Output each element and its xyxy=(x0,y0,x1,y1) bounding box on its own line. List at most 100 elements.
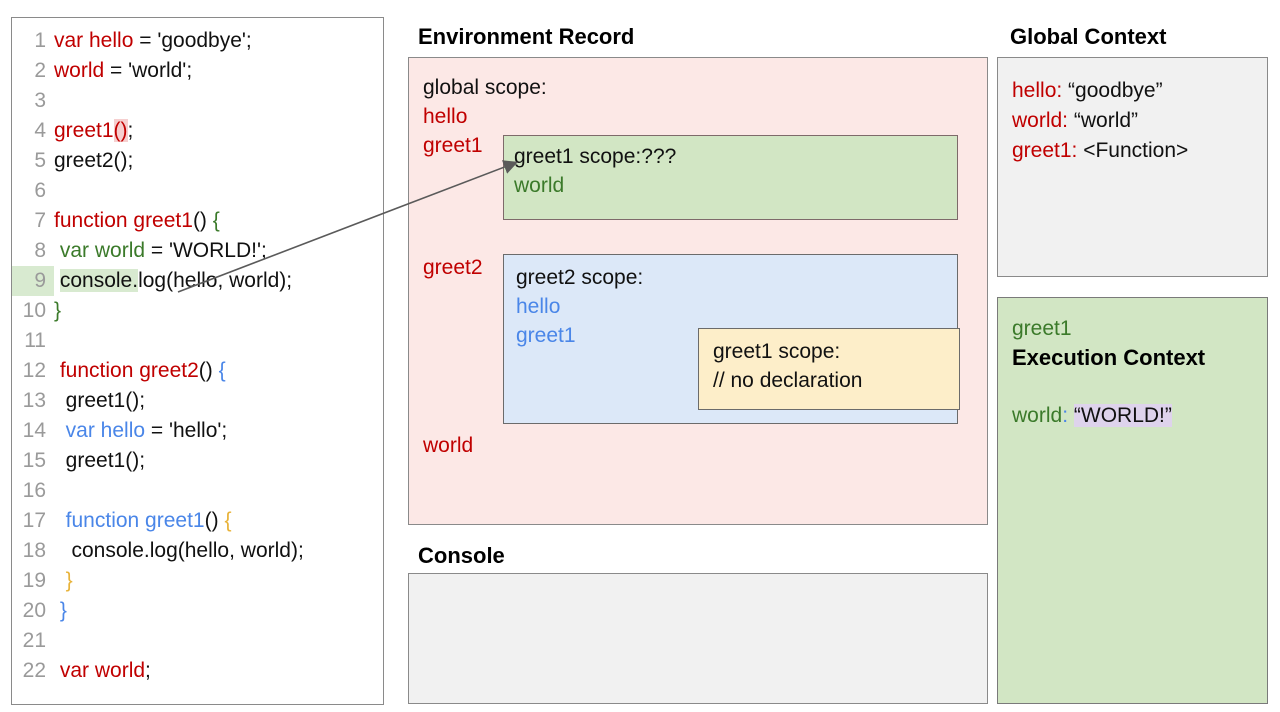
code-line-number: 4 xyxy=(34,119,46,142)
code-line-number: 12 xyxy=(22,359,46,382)
code-line: 4 greet1(); xyxy=(12,116,383,146)
code-line: 21 xyxy=(12,626,383,656)
code-line-number: 21 xyxy=(22,629,46,652)
code-line: 19 } xyxy=(12,566,383,596)
code-token: () xyxy=(192,209,213,232)
code-line-content: greet1(); xyxy=(54,446,145,476)
code-token: = 'hello'; xyxy=(145,419,228,442)
global-context-entry: greet1: <Function> xyxy=(1012,136,1267,166)
code-line-content: greet1(); xyxy=(54,116,133,146)
greet2-scope-binding-hello: hello xyxy=(516,295,561,318)
code-token: () xyxy=(113,119,128,142)
code-line: 10} xyxy=(12,296,383,326)
code-line: 7 function greet1() { xyxy=(12,206,383,236)
global-context-title: Global Context xyxy=(1010,24,1167,49)
code-token: = 'world'; xyxy=(104,59,193,82)
code-line: 9 console.log(hello, world); xyxy=(12,266,383,296)
code-line-content: var hello = 'goodbye'; xyxy=(54,26,252,56)
global-context-entry-value: “goodbye” xyxy=(1068,79,1163,102)
code-line-number: 2 xyxy=(34,59,46,82)
code-line-number: 10 xyxy=(22,299,46,322)
code-line-content: var hello = 'hello'; xyxy=(54,416,228,446)
code-token: = 'goodbye'; xyxy=(133,29,252,52)
code-line-number: 13 xyxy=(22,389,46,412)
execution-context-function-name: greet1 xyxy=(1012,317,1072,340)
code-line-number: 16 xyxy=(22,479,46,502)
greet2-scope-binding-greet1: greet1 xyxy=(516,324,576,347)
execution-context-variable: world: “WORLD!” xyxy=(1012,401,1267,431)
code-line-number: 9 xyxy=(12,266,54,296)
code-line-content: console.log(hello, world); xyxy=(54,536,304,566)
code-line-number: 3 xyxy=(34,89,46,112)
greet1-scope-binding-world: world xyxy=(514,174,565,197)
code-line-content: greet2(); xyxy=(54,146,133,176)
code-line-content: console.log(hello, world); xyxy=(54,266,292,296)
code-line: 22 var world; xyxy=(12,656,383,686)
greet1-scope-header: greet1 scope:??? xyxy=(514,142,957,171)
global-binding-world: world xyxy=(423,434,474,457)
code-token: log(hello, world); xyxy=(138,269,293,292)
execution-context-box: greet1 Execution Context world: “WORLD!” xyxy=(997,297,1268,704)
console-title: Console xyxy=(418,543,505,568)
code-line-content: function greet1() { xyxy=(54,206,220,236)
code-line-content: var world; xyxy=(54,656,151,686)
code-line-content: world = 'world'; xyxy=(54,56,192,86)
code-line-number: 5 xyxy=(34,149,46,172)
execution-context-variable-value: “WORLD!” xyxy=(1073,404,1172,427)
console-output-box xyxy=(408,573,988,704)
code-line: 11 xyxy=(12,326,383,356)
nested-greet1-scope-comment: // no declaration xyxy=(713,369,863,392)
greet2-scope-box: greet2 scope: hello greet1 greet1 scope:… xyxy=(503,254,960,424)
code-token: greet1(); xyxy=(54,449,146,472)
code-line: 12 function greet2() { xyxy=(12,356,383,386)
code-token: function greet1 xyxy=(54,209,193,232)
code-line-number: 20 xyxy=(22,599,46,622)
code-line-content: } xyxy=(54,596,67,626)
code-line: 6 xyxy=(12,176,383,206)
global-context-box: hello: “goodbye” world: “world” greet1: <F… xyxy=(997,57,1268,277)
code-token: function greet1 xyxy=(65,509,205,532)
nested-greet1-scope-header: greet1 scope: xyxy=(713,340,841,363)
code-token: ; xyxy=(145,659,151,682)
global-context-entry-value: “world” xyxy=(1073,109,1139,132)
global-context-entry: hello: “goodbye” xyxy=(1012,76,1267,106)
code-token: var world xyxy=(59,659,146,682)
code-token: { xyxy=(224,509,232,532)
code-panel: 1 var hello = 'goodbye'; 2 world = 'world';… xyxy=(11,17,384,705)
code-token: { xyxy=(218,359,226,382)
global-scope-label: global scope: xyxy=(423,76,547,99)
code-line-number: 15 xyxy=(22,449,46,472)
global-binding-greet1: greet1 xyxy=(423,134,483,157)
code-line-number: 19 xyxy=(22,569,46,592)
code-line: 15 greet1(); xyxy=(12,446,383,476)
code-token: greet2(); xyxy=(54,149,134,172)
code-token xyxy=(54,269,60,292)
global-context-entry-key: world: xyxy=(1012,109,1074,132)
code-line-number: 14 xyxy=(22,419,46,442)
code-line: 13 greet1(); xyxy=(12,386,383,416)
code-line: 1 var hello = 'goodbye'; xyxy=(12,26,383,56)
nested-greet1-scope-box: greet1 scope: // no declaration xyxy=(698,328,960,410)
code-line: 18 console.log(hello, world); xyxy=(12,536,383,566)
code-line: 2 world = 'world'; xyxy=(12,56,383,86)
global-binding-greet2: greet2 xyxy=(423,256,483,279)
code-line: 3 xyxy=(12,86,383,116)
code-line-number: 6 xyxy=(34,179,46,202)
execution-context-heading: Execution Context xyxy=(1012,345,1206,370)
code-line-number: 11 xyxy=(24,329,46,352)
code-token: ; xyxy=(127,119,134,142)
code-line-number: 7 xyxy=(34,209,46,232)
code-token: function greet2 xyxy=(59,359,199,382)
code-line: 17 function greet1() { xyxy=(12,506,383,536)
code-line-content: } xyxy=(54,566,73,596)
environment-record-title: Environment Record xyxy=(418,24,635,49)
code-line: 20 } xyxy=(12,596,383,626)
greet1-scope-unknown-marker: ??? xyxy=(641,145,677,168)
code-token: } xyxy=(54,299,62,322)
global-context-entry-key: hello: xyxy=(1012,79,1069,102)
code-line-number: 1 xyxy=(34,29,46,52)
greet1-scope-header-label: greet1 scope: xyxy=(514,145,642,168)
code-token: = 'WORLD!'; xyxy=(145,239,267,262)
code-line-content: var world = 'WORLD!'; xyxy=(54,236,267,266)
